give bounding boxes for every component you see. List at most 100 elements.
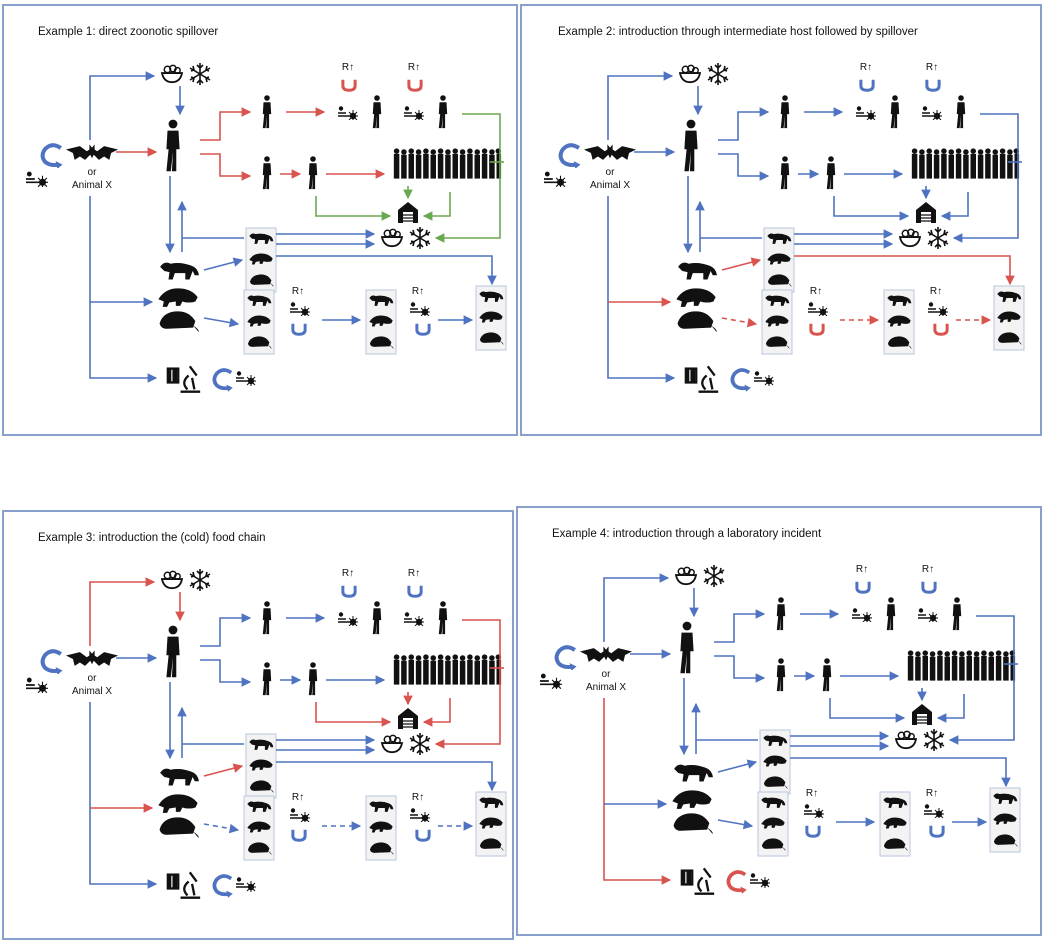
snowflake-icon [703, 564, 725, 588]
flow-arrow [714, 655, 766, 683]
variant-icon [236, 370, 256, 386]
flow-arrow [276, 761, 497, 792]
flow-arrow [89, 702, 158, 889]
cycle-arrow-icon [859, 78, 875, 92]
flow-arrow [717, 759, 758, 773]
food-bowl-icon [381, 734, 403, 754]
variant-icon [750, 872, 770, 888]
variant-icon [236, 876, 256, 892]
flow-arrow [200, 153, 252, 181]
flow-arrow [603, 573, 670, 642]
flow-arrow [794, 255, 1015, 286]
human-icon [372, 601, 382, 635]
flow-arrow [200, 107, 252, 141]
variant-icon [924, 804, 944, 818]
cycle-arrow-icon [855, 580, 871, 594]
mink-icon [160, 768, 199, 786]
flow-arrow [89, 71, 156, 140]
variant-icon [852, 608, 872, 622]
flow-arrow [721, 317, 758, 328]
r-increase-label: R↑ [922, 564, 934, 575]
variant-icon [290, 808, 310, 822]
food-bowl-icon [899, 228, 921, 248]
cycle-arrow-icon [921, 580, 937, 594]
snowflake-icon [409, 732, 431, 756]
panel-example-4: Example 4: introduction through a labora… [516, 506, 1042, 936]
flow-arrow [315, 702, 392, 727]
human-icon [262, 601, 272, 635]
variant-icon [928, 302, 948, 316]
human-icon [308, 662, 318, 696]
flow-arrow [607, 196, 676, 383]
mink-icon [674, 764, 713, 782]
cycle-arrow-icon [407, 584, 423, 598]
flow-arrow [607, 71, 674, 140]
food-bowl-icon [161, 64, 183, 84]
variant-icon [856, 106, 876, 120]
crowd-icon [393, 148, 502, 179]
or-label: or [606, 167, 616, 178]
panel-title: Example 3: introduction the (cold) food … [38, 532, 266, 544]
variant-icon [544, 171, 566, 187]
snowflake-icon [923, 728, 945, 752]
cycle-arrow-icon [415, 828, 431, 842]
human-icon [886, 597, 896, 631]
human-icon [372, 95, 382, 129]
flow-arrow [203, 257, 244, 271]
variant-icon [918, 608, 938, 622]
variant-icon [410, 808, 430, 822]
cycle-arrow-icon [726, 869, 749, 894]
flow-arrow [714, 609, 766, 643]
human-icon [680, 621, 694, 674]
crowd-icon [393, 654, 502, 685]
cycle-arrow-icon [929, 824, 945, 838]
human-icon [166, 625, 180, 678]
human-icon [776, 597, 786, 631]
r-increase-label: R↑ [342, 62, 354, 73]
market-icon [915, 201, 937, 224]
panel-example-3: Example 3: introduction the (cold) food … [2, 510, 514, 940]
variant-icon [26, 677, 48, 693]
r-increase-label: R↑ [806, 788, 818, 799]
flow-arrow [276, 255, 497, 286]
r-increase-label: R↑ [292, 792, 304, 803]
animal-x-label: Animal X [72, 180, 112, 191]
flow-arrow [434, 113, 501, 243]
microscope-icon [166, 871, 202, 899]
cycle-arrow-icon [805, 824, 821, 838]
animal-x-label: Animal X [586, 682, 626, 693]
snowflake-icon [189, 62, 211, 86]
flow-arrow [952, 113, 1019, 243]
pangolin-icon [676, 288, 716, 307]
rat-icon [159, 817, 199, 838]
human-icon [262, 156, 272, 190]
human-icon [822, 658, 832, 692]
cycle-arrow-icon [809, 322, 825, 336]
flow-arrow [203, 763, 244, 777]
flow-arrow [948, 615, 1015, 745]
cycle-arrow-icon [212, 367, 235, 392]
cycle-arrow-icon [291, 828, 307, 842]
food-bowl-icon [895, 730, 917, 750]
r-increase-label: R↑ [342, 568, 354, 579]
rat-icon [677, 311, 717, 332]
r-increase-label: R↑ [930, 286, 942, 297]
mink-icon [160, 262, 199, 280]
bat-icon [584, 144, 636, 160]
human-icon [826, 156, 836, 190]
r-increase-label: R↑ [926, 62, 938, 73]
market-icon [397, 707, 419, 730]
flow-arrow [315, 196, 392, 221]
flow-arrow [203, 823, 240, 834]
r-increase-label: R↑ [412, 792, 424, 803]
variant-icon [922, 106, 942, 120]
bat-icon [580, 646, 632, 662]
snowflake-icon [707, 62, 729, 86]
flow-arrow [717, 819, 754, 830]
variant-icon [804, 804, 824, 818]
variant-icon [338, 612, 358, 626]
cycle-arrow-icon [415, 322, 431, 336]
crowd-icon [911, 148, 1020, 179]
